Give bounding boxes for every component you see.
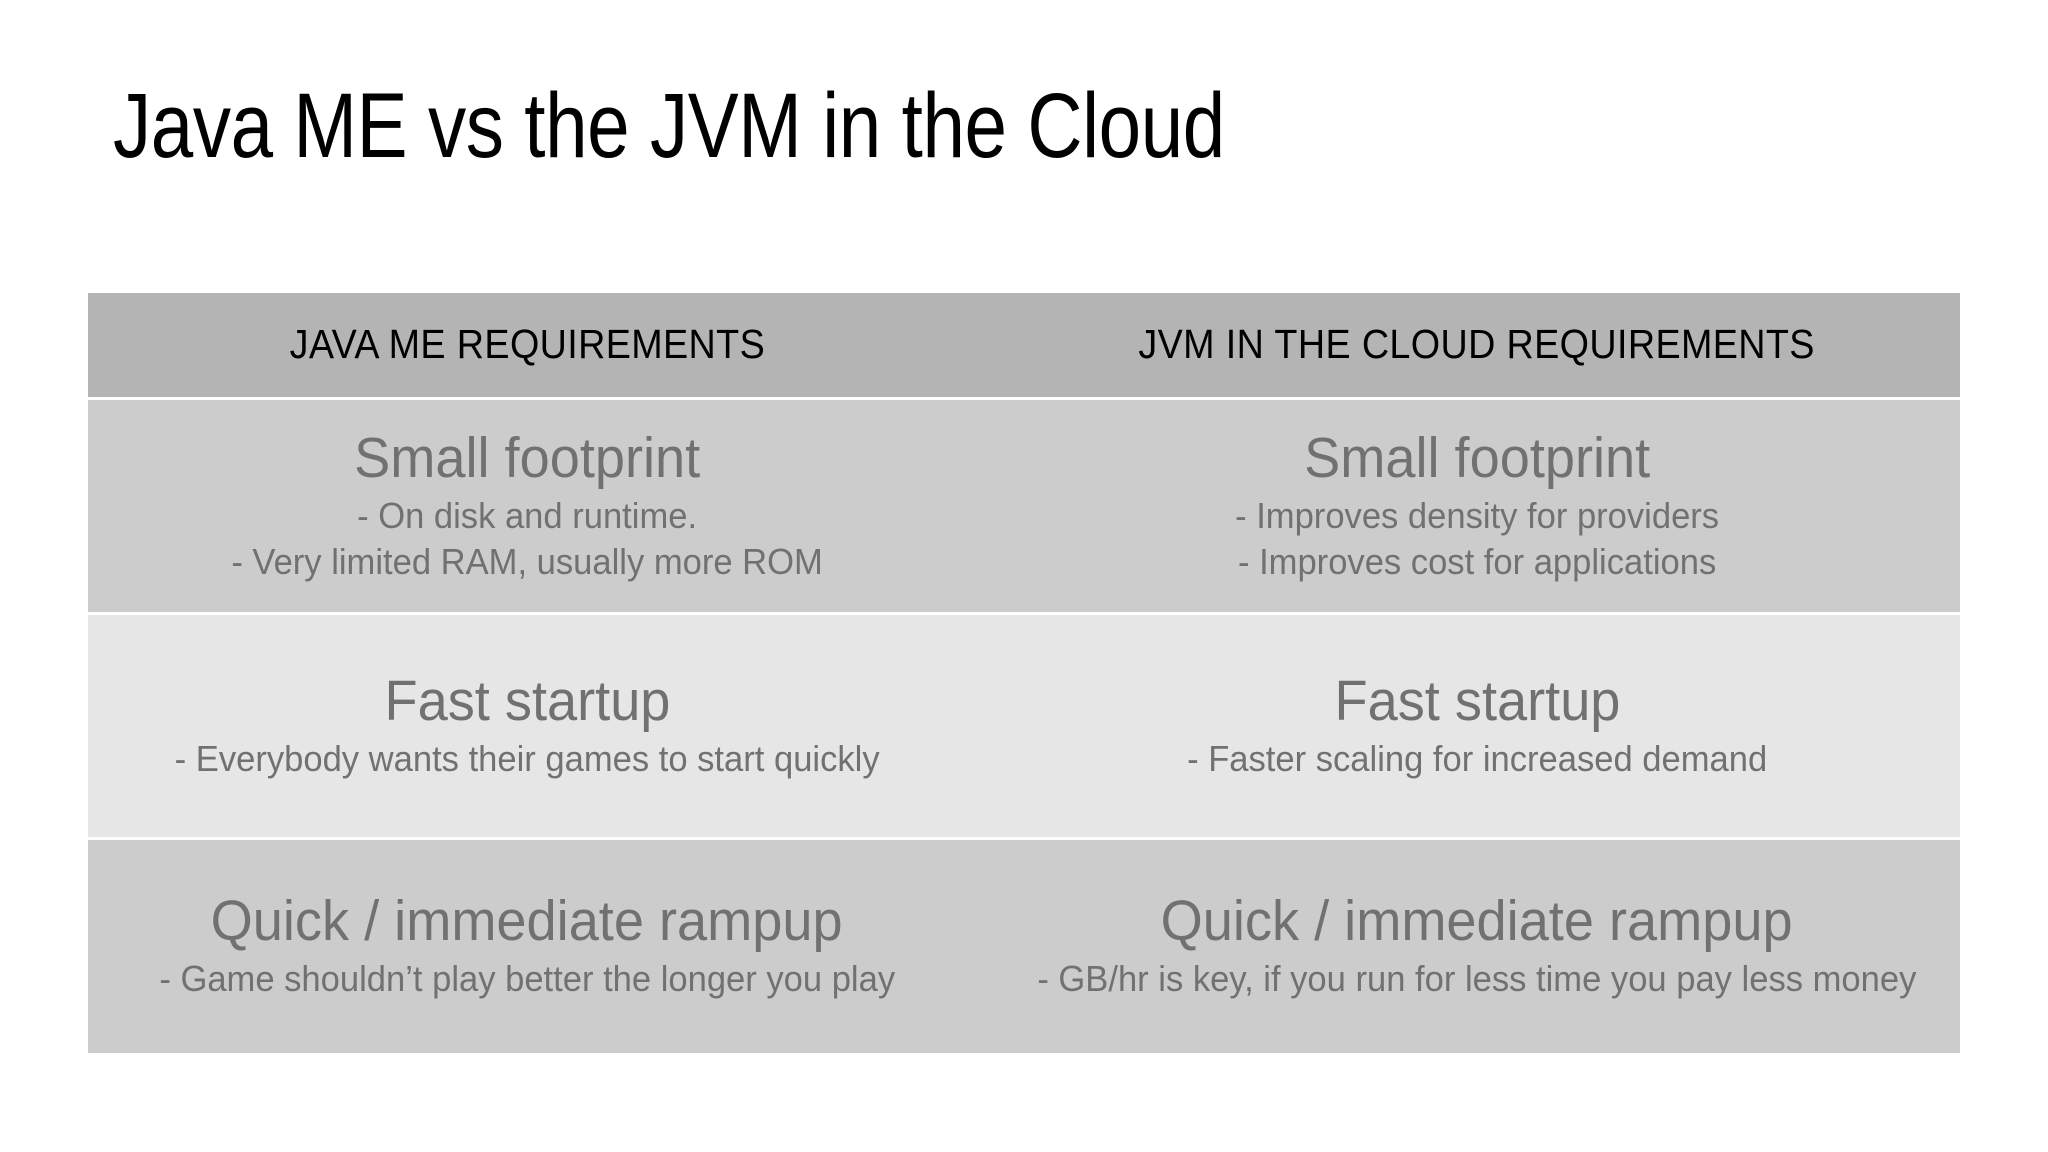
table-row: Small footprint - On disk and runtime. -…: [88, 399, 1960, 613]
cell-detail: - Improves cost for applications: [1237, 540, 1717, 582]
table-cell-left: Fast startup - Everybody wants their gam…: [88, 615, 967, 837]
table-header-label-jvm-cloud: JVM IN THE CLOUD REQUIREMENTS: [1138, 321, 1816, 368]
row-divider: [88, 396, 1960, 400]
table-row: Fast startup - Everybody wants their gam…: [88, 615, 1960, 837]
cell-heading: Fast startup: [384, 668, 671, 733]
comparison-table: JAVA ME REQUIREMENTS JVM IN THE CLOUD RE…: [88, 293, 1960, 1053]
table-row: Quick / immediate rampup - Game shouldn’…: [88, 839, 1960, 1053]
cell-detail: - Everybody wants their games to start q…: [174, 737, 880, 779]
table-cell-right: Fast startup - Faster scaling for increa…: [994, 615, 1960, 837]
cell-heading: Small footprint: [353, 425, 701, 490]
table-header-cell-jvm-cloud: JVM IN THE CLOUD REQUIREMENTS: [994, 293, 1960, 397]
cell-detail: - Improves density for providers: [1235, 494, 1720, 536]
table-cell-right: Small footprint - Improves density for p…: [994, 399, 1960, 613]
row-divider: [88, 836, 1960, 840]
table-header-label-java-me: JAVA ME REQUIREMENTS: [289, 321, 765, 368]
column-divider: [966, 615, 995, 837]
cell-detail: - GB/hr is key, if you run for less time…: [1037, 958, 1917, 1000]
cell-detail: - On disk and runtime.: [357, 494, 698, 536]
table-cell-left: Quick / immediate rampup - Game shouldn’…: [88, 839, 967, 1053]
table-header-row: JAVA ME REQUIREMENTS JVM IN THE CLOUD RE…: [88, 293, 1960, 397]
cell-heading: Fast startup: [1334, 668, 1621, 733]
table-header-cell-java-me: JAVA ME REQUIREMENTS: [88, 293, 967, 397]
row-divider: [88, 612, 1960, 616]
column-divider: [966, 293, 995, 397]
cell-heading: Quick / immediate rampup: [1161, 889, 1794, 954]
cell-heading: Quick / immediate rampup: [211, 889, 844, 954]
table-cell-right: Quick / immediate rampup - GB/hr is key,…: [994, 839, 1960, 1053]
column-divider: [966, 399, 995, 613]
cell-detail: - Faster scaling for increased demand: [1186, 737, 1768, 779]
cell-detail: - Game shouldn’t play better the longer …: [159, 958, 895, 1000]
table-cell-left: Small footprint - On disk and runtime. -…: [88, 399, 967, 613]
page-title: Java ME vs the JVM in the Cloud: [113, 75, 1225, 177]
cell-detail: - Very limited RAM, usually more ROM: [231, 540, 823, 582]
column-divider: [966, 839, 995, 1053]
cell-heading: Small footprint: [1303, 425, 1651, 490]
